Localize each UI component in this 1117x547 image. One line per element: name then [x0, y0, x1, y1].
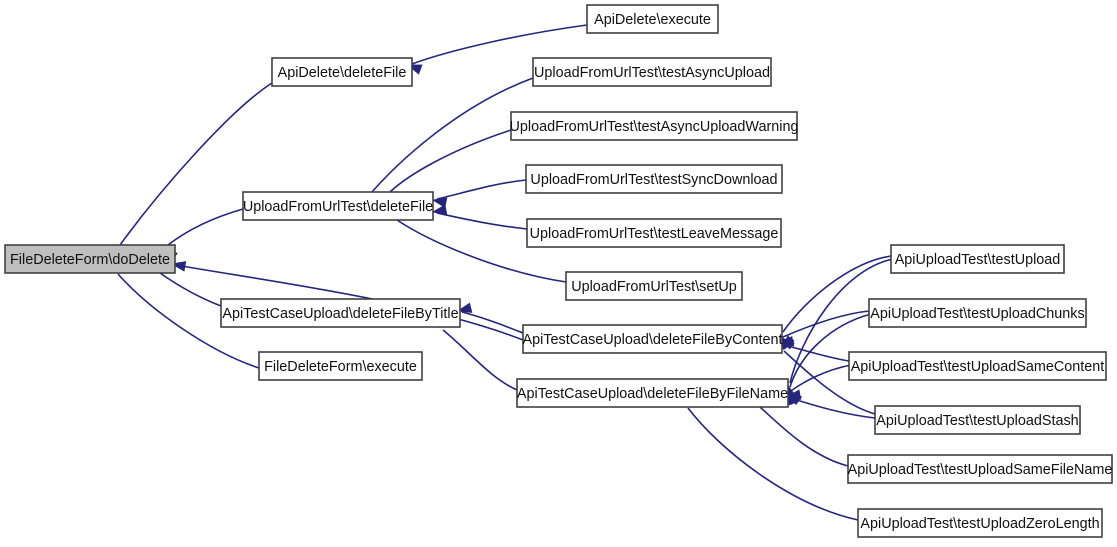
- node-box[interactable]: [868, 298, 1087, 328]
- edge-line: [461, 311, 524, 334]
- graph-node-n1[interactable]: ApiDelete\deleteFile: [271, 57, 413, 87]
- graph-node-n9[interactable]: UploadFromUrlTest\testLeaveMessage: [526, 218, 782, 248]
- graph-node-n5[interactable]: ApiDelete\execute: [586, 4, 719, 34]
- graph-node-n2[interactable]: UploadFromUrlTest\deleteFile: [242, 191, 434, 221]
- edge-line: [782, 255, 892, 333]
- graph-node-n18[interactable]: ApiUploadTest\testUploadZeroLength: [857, 508, 1103, 538]
- edge-line: [782, 310, 870, 338]
- node-label: ApiDelete\execute: [594, 12, 711, 28]
- node-label: FileDeleteForm\execute: [264, 359, 417, 375]
- node-label: UploadFromUrlTest\testSyncDownload: [530, 172, 777, 188]
- node-box[interactable]: [890, 244, 1065, 274]
- node-box[interactable]: [586, 4, 719, 34]
- edge-line: [687, 407, 859, 521]
- edge-arrowhead: [456, 302, 473, 313]
- edge-line: [759, 406, 849, 467]
- node-box[interactable]: [526, 218, 782, 248]
- edge-line: [371, 77, 534, 193]
- edge-line: [436, 179, 527, 200]
- node-box[interactable]: [220, 298, 461, 328]
- node-box[interactable]: [525, 164, 783, 194]
- edge-line: [117, 273, 260, 369]
- edge-line: [167, 208, 244, 246]
- edge-line: [175, 264, 524, 341]
- edge-line: [411, 24, 588, 65]
- node-box[interactable]: [847, 454, 1113, 484]
- graph-node-n14[interactable]: ApiUploadTest\testUploadChunks: [868, 298, 1087, 328]
- edge-line: [790, 364, 852, 392]
- graph-node-n16[interactable]: ApiUploadTest\testUploadStash: [874, 405, 1081, 435]
- node-label: UploadFromUrlTest\testAsyncUploadWarning: [510, 119, 799, 135]
- node-box[interactable]: [532, 57, 772, 87]
- node-box[interactable]: [242, 191, 434, 221]
- node-box[interactable]: [874, 405, 1081, 435]
- node-box[interactable]: [271, 57, 413, 87]
- edge-line: [396, 219, 567, 283]
- node-label: ApiUploadTest\testUploadSameFileName: [848, 462, 1113, 478]
- node-label: ApiDelete\deleteFile: [278, 65, 407, 81]
- graph-node-n11[interactable]: ApiTestCaseUpload\deleteFileByContent: [522, 324, 783, 354]
- edge-arrowhead: [431, 197, 448, 208]
- graph-node-n4[interactable]: FileDeleteForm\execute: [258, 351, 423, 381]
- graph-node-n3[interactable]: ApiTestCaseUpload\deleteFileByTitle: [220, 298, 461, 328]
- node-label: UploadFromUrlTest\testAsyncUpload: [534, 65, 770, 81]
- node-label: UploadFromUrlTest\testLeaveMessage: [530, 226, 779, 242]
- graph-node-n13[interactable]: ApiUploadTest\testUpload: [890, 244, 1065, 274]
- node-label: ApiTestCaseUpload\deleteFileByTitle: [222, 306, 458, 322]
- node-label: FileDeleteForm\doDelete: [10, 252, 170, 268]
- node-box[interactable]: [522, 324, 783, 354]
- node-label: ApiTestCaseUpload\deleteFileByContent: [523, 332, 783, 348]
- edge-line: [789, 258, 894, 384]
- graph-node-n10[interactable]: UploadFromUrlTest\setUp: [565, 271, 743, 301]
- edge-arrowhead: [785, 389, 802, 400]
- edge-line: [119, 82, 273, 246]
- edge-line: [436, 212, 528, 230]
- edge-n6-to-n2: [367, 77, 534, 210]
- node-label: ApiUploadTest\testUploadSameContent: [851, 359, 1105, 375]
- edges-layer: [112, 24, 894, 521]
- edge-n11-to-n3: [456, 302, 524, 334]
- node-box[interactable]: [510, 111, 798, 141]
- node-box[interactable]: [565, 271, 743, 301]
- graph-node-n15[interactable]: ApiUploadTest\testUploadSameContent: [848, 351, 1107, 381]
- nodes-layer: FileDeleteForm\doDelete ApiDelete\deleteF…: [4, 4, 1113, 538]
- graph-node-n6[interactable]: UploadFromUrlTest\testAsyncUpload: [532, 57, 772, 87]
- edge-line: [789, 397, 876, 419]
- edge-n8-to-n2: [431, 179, 527, 208]
- graph-node-n0[interactable]: FileDeleteForm\doDelete: [4, 244, 176, 274]
- node-label: ApiUploadTest\testUploadZeroLength: [860, 516, 1099, 532]
- edge-line: [159, 272, 222, 307]
- node-box[interactable]: [857, 508, 1103, 538]
- edge-line: [442, 329, 518, 391]
- node-label: ApiUploadTest\testUploadStash: [876, 413, 1078, 429]
- graph-node-n17[interactable]: ApiUploadTest\testUploadSameFileName: [847, 454, 1113, 484]
- node-label: ApiTestCaseUpload\deleteFileByFileName: [517, 386, 788, 402]
- graph-node-n12[interactable]: ApiTestCaseUpload\deleteFileByFileName: [516, 378, 789, 408]
- node-box[interactable]: [848, 351, 1107, 381]
- node-box[interactable]: [258, 351, 423, 381]
- node-label: ApiUploadTest\testUpload: [895, 252, 1061, 268]
- graph-node-n8[interactable]: UploadFromUrlTest\testSyncDownload: [525, 164, 783, 194]
- node-box[interactable]: [4, 244, 176, 274]
- node-label: UploadFromUrlTest\setUp: [571, 279, 737, 295]
- edge-line: [389, 129, 512, 193]
- node-label: ApiUploadTest\testUploadChunks: [870, 306, 1084, 322]
- node-label: UploadFromUrlTest\deleteFile: [243, 199, 433, 215]
- graph-node-n7[interactable]: UploadFromUrlTest\testAsyncUploadWarning: [510, 111, 799, 141]
- edge-n9-to-n2: [431, 204, 528, 230]
- edge-arrowhead: [779, 335, 795, 349]
- edge-n16-to-n12: [785, 389, 876, 419]
- edge-line: [782, 344, 850, 362]
- edge-arrowhead: [431, 204, 448, 215]
- edge-n16-to-n11: [779, 335, 876, 415]
- edge-line: [783, 350, 876, 415]
- edge-line: [789, 313, 872, 388]
- node-box[interactable]: [516, 378, 789, 408]
- edge-n1-to-n0: [115, 82, 273, 264]
